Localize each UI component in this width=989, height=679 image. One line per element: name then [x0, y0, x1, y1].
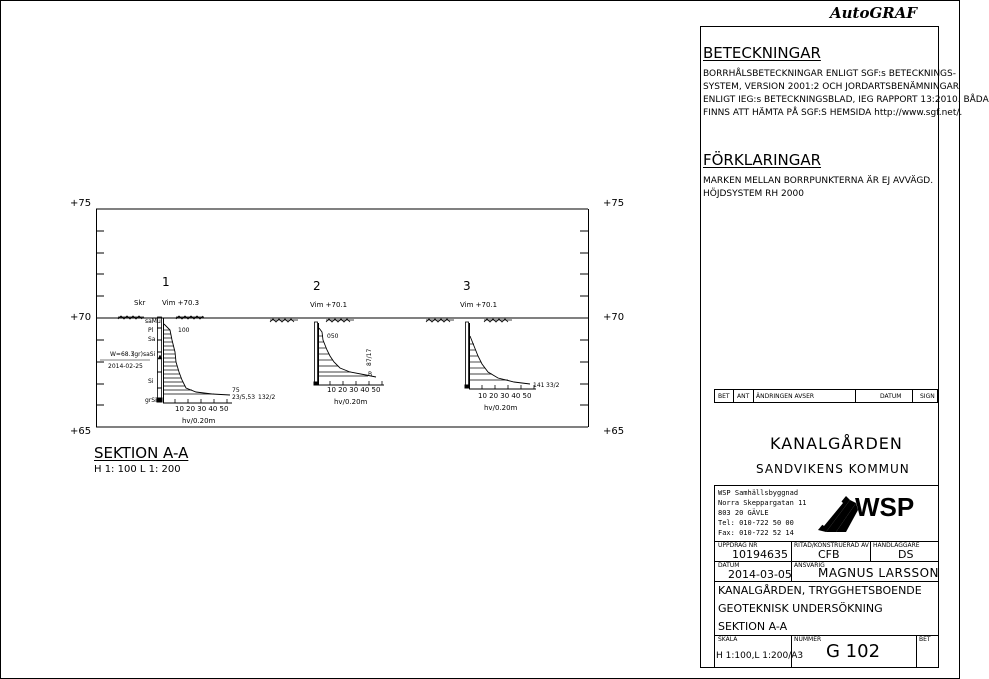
drawn-by-value: CFB — [818, 548, 840, 561]
municipality: SANDVIKENS KOMMUN — [756, 462, 910, 476]
responsible-label: ANSVARIG — [794, 562, 825, 569]
borehole-1-elevation: Vim +70.3 — [162, 299, 200, 307]
borehole-1-method: Skr — [134, 299, 146, 307]
borehole-1-log — [100, 316, 232, 404]
borehole-1-end-value-2: 23/5,53 — [232, 394, 256, 401]
brand-logo-text: AutoGRAF — [830, 4, 918, 22]
revision-header-bet: BET — [718, 393, 730, 400]
legend-line-2: SYSTEM, VERSION 2001:2 OCH JORDARTSBENÄM… — [703, 82, 960, 92]
explanations-line-1: MARKEN MELLAN BORRPUNKTERNA ÄR EJ AVVÄGD… — [703, 176, 934, 186]
level-label-65-right: +65 — [603, 426, 625, 437]
borehole-1-scale-unit: hv/0.20m — [182, 417, 216, 425]
borehole-3-end-value-2: 33/2 — [546, 382, 560, 389]
borehole-3-log — [464, 321, 536, 390]
borehole-1-right-value: 132/2 — [258, 394, 276, 401]
wsp-logo-text: WSP — [855, 492, 915, 522]
borehole-2-number: 2 — [313, 279, 321, 293]
borehole-1-soil-5: grSi — [145, 397, 157, 404]
revision-table-lines — [714, 389, 938, 403]
level-label-75-left: +75 — [70, 198, 92, 209]
ground-surface-symbols — [117, 315, 512, 323]
borehole-2-log — [313, 321, 384, 386]
company-line-3: 803 20 GÄVLE — [718, 509, 769, 517]
borehole-2-depth-value: 050 — [327, 333, 339, 340]
elevation-ticks — [96, 230, 588, 406]
legend-line-4: FINNS ATT HÄMTA PÅ SGF:S HEMSIDA http://… — [703, 108, 963, 118]
borehole-2-scale-values: 10 20 30 40 50 — [327, 386, 381, 394]
revision-header-date: DATUM — [880, 393, 902, 400]
legend-heading: BETECKNINGAR — [703, 44, 821, 62]
borehole-1-depth-value: 100 — [178, 327, 190, 334]
scale-value: H 1:100,L 1:200/A3 — [716, 651, 804, 661]
revision-header-ant: ANT — [737, 393, 750, 400]
company-line-4: Tel: 010-722 50 00 — [718, 519, 794, 527]
level-label-75-right: +75 — [603, 198, 625, 209]
legend-line-1: BORRHÅLSBETECKNINGAR ENLIGT SGF:s BETECK… — [703, 69, 956, 79]
borehole-2-elevation: Vim +70.1 — [310, 301, 348, 309]
borehole-1-soil-2: Pl — [148, 327, 154, 334]
drawn-by-label: RITAD/KONSTRUERAD AV — [794, 542, 869, 549]
drawing-number-label: NUMMER — [794, 636, 822, 643]
revision-header-change: ÄNDRINGEN AVSER — [756, 393, 815, 400]
borehole-1-number: 1 — [162, 275, 170, 289]
title-block-lines — [714, 485, 938, 667]
explanations-heading: FÖRKLARINGAR — [703, 151, 822, 169]
level-label-65-left: +65 — [70, 426, 92, 437]
project-title: KANALGÅRDEN — [770, 434, 903, 453]
borehole-2-end-value-1: 87/17 — [366, 348, 373, 366]
description-line-2: GEOTEKNISK UNDERSÖKNING — [718, 602, 883, 615]
borehole-1-soil-1: saMu — [145, 318, 161, 325]
order-label: UPPDRAG NR — [718, 542, 758, 549]
legend-line-3: ENLIGT IEG:s BETECKNINGSBLAD, IEG RAPPOR… — [703, 95, 989, 105]
level-label-70-right: +70 — [603, 312, 625, 323]
handler-label: HANDLÄGGARE — [873, 542, 920, 549]
revision-label: BET — [919, 636, 931, 643]
borehole-1-water-soil: (gr)saSi — [132, 351, 156, 358]
borehole-1-soil-4: Si — [148, 378, 154, 385]
borehole-1-scale-values: 10 20 30 40 50 — [175, 405, 229, 413]
order-value: 10194635 — [732, 548, 788, 561]
date-label: DATUM — [718, 562, 740, 569]
drawing-number-value: G 102 — [826, 641, 881, 662]
description-line-3: SEKTION A-A — [718, 620, 788, 633]
borehole-2-scale-unit: hv/0.20m — [334, 398, 368, 406]
explanations-line-2: HÖJDSYSTEM RH 2000 — [703, 189, 804, 199]
company-line-2: Norra Skeppargatan 11 — [718, 499, 807, 507]
borehole-1-end-value-1: 75 — [232, 387, 240, 394]
borehole-3-end-value-1: 141 — [533, 382, 545, 389]
borehole-3-scale-unit: hv/0.20m — [484, 404, 518, 412]
description-line-1: KANALGÅRDEN, TRYGGHETSBOENDE — [718, 584, 922, 597]
section-title: SEKTION A-A — [94, 444, 189, 462]
borehole-1-water-date: 2014-02-25 — [108, 363, 143, 370]
borehole-1-water-level: W=68.3 — [110, 351, 135, 358]
handler-value: DS — [898, 548, 914, 561]
borehole-3-number: 3 — [463, 279, 471, 293]
section-scale: H 1: 100 L 1: 200 — [94, 464, 181, 475]
scale-label: SKALA — [718, 636, 738, 643]
company-line-5: Fax: 010-722 52 14 — [718, 529, 794, 537]
borehole-3-scale-values: 10 20 30 40 50 — [478, 392, 532, 400]
level-label-70-left: +70 — [70, 312, 92, 323]
revision-header-sign: SIGN — [920, 393, 935, 400]
wsp-logo-mark — [818, 496, 858, 532]
date-value: 2014-03-05 — [728, 568, 792, 581]
company-line-1: WSP Samhällsbyggnad — [718, 489, 799, 497]
borehole-2-end-value-2: B — [368, 371, 373, 378]
responsible-value: MAGNUS LARSSON — [818, 566, 940, 580]
borehole-3-elevation: Vim +70.1 — [460, 301, 498, 309]
borehole-1-soil-3: Sa — [148, 336, 156, 343]
